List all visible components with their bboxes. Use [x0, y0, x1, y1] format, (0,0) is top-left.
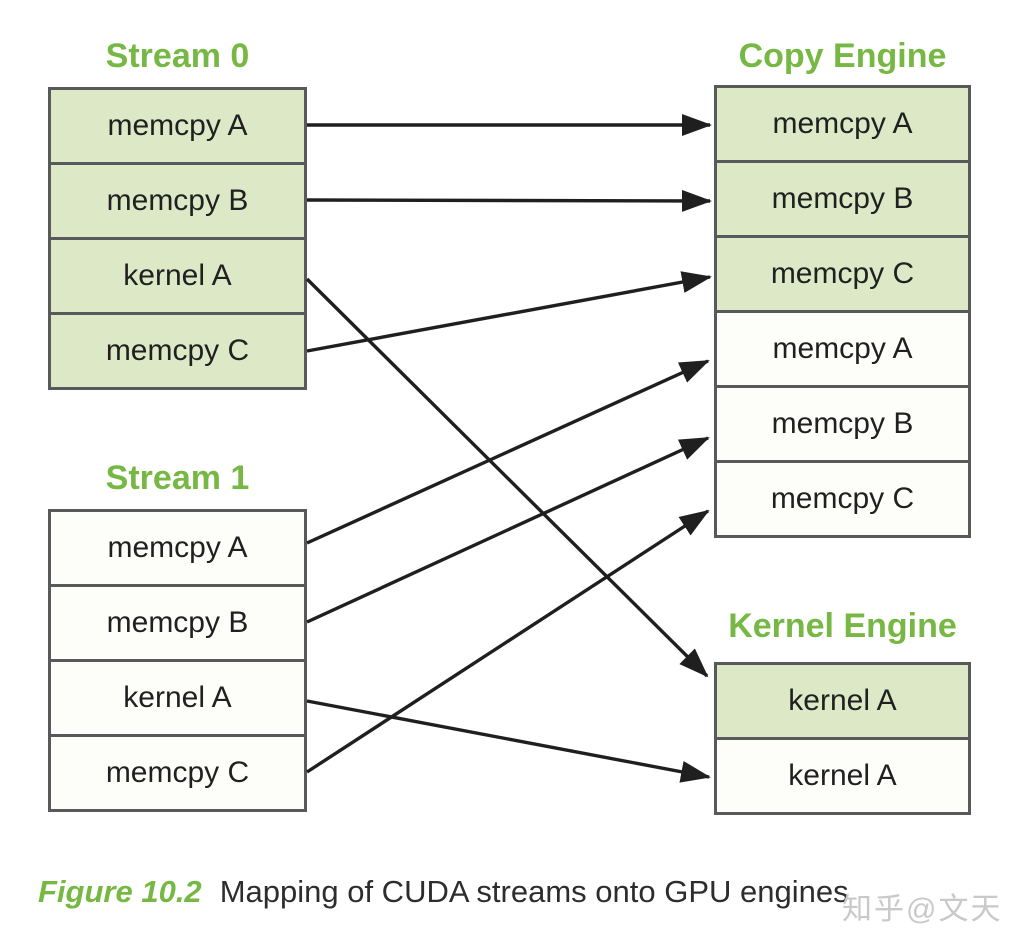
box-label: kernel A	[788, 759, 897, 792]
arrow-stream0-memcpyB-to-copy-engine-slot2-memcpyB	[306, 189, 712, 212]
kernel-engine-slot-box: kernel A	[714, 662, 971, 740]
copy-engine-slot-box: memcpy B	[714, 160, 971, 238]
box-label: memcpy A	[772, 332, 913, 365]
arrow-stream0-kernelA-to-kernel-engine-slot1-kernelA	[305, 277, 709, 678]
box-label: memcpy A	[772, 107, 913, 140]
stream0-title: Stream 0	[105, 37, 250, 75]
figure-caption-label: Figure 10.2	[38, 874, 202, 909]
copy-engine-title: Copy Engine	[738, 37, 947, 75]
box-label: kernel A	[123, 259, 232, 292]
copy-engine-boxes: memcpy A memcpy B memcpy C memcpy A memc…	[714, 85, 971, 538]
box-label: memcpy C	[770, 257, 915, 290]
arrow-stream1-memcpyB-to-copy-engine-slot5-memcpyB	[306, 436, 710, 624]
box-label: memcpy C	[105, 756, 250, 789]
stream0-op-box: kernel A	[48, 237, 307, 315]
stream1-op-box: memcpy A	[48, 509, 307, 587]
copy-engine-slot-box: memcpy B	[714, 385, 971, 463]
box-label: kernel A	[123, 681, 232, 714]
stream1-op-box: memcpy C	[48, 734, 307, 812]
copy-engine-slot-box: memcpy A	[714, 310, 971, 388]
box-label: memcpy A	[107, 531, 248, 564]
box-label: memcpy A	[107, 109, 248, 142]
arrow-stream1-memcpyC-to-copy-engine-slot6-memcpyC	[306, 509, 710, 774]
kernel-engine-slot-box: kernel A	[714, 737, 971, 815]
stream0-boxes: memcpy A memcpy B kernel A memcpy C	[48, 87, 307, 390]
box-label: memcpy B	[106, 606, 249, 639]
stream0-op-box: memcpy A	[48, 87, 307, 165]
stream0-op-box: memcpy C	[48, 312, 307, 390]
box-label: memcpy B	[771, 182, 914, 215]
figure-caption: Figure 10.2 Mapping of CUDA streams onto …	[38, 874, 849, 910]
box-label: memcpy C	[105, 334, 250, 367]
figure-caption-text: Mapping of CUDA streams onto GPU engines	[219, 874, 849, 909]
copy-engine-slot-box: memcpy C	[714, 460, 971, 538]
stream1-op-box: kernel A	[48, 659, 307, 737]
copy-engine-slot-box: memcpy C	[714, 235, 971, 313]
box-label: memcpy B	[771, 407, 914, 440]
stream1-op-box: memcpy B	[48, 584, 307, 662]
box-label: memcpy B	[106, 184, 249, 217]
box-label: memcpy C	[770, 482, 915, 515]
kernel-engine-boxes: kernel A kernel A	[714, 662, 971, 815]
arrow-stream0-memcpyC-to-copy-engine-slot3-memcpyC	[306, 271, 712, 353]
arrow-stream1-kernelA-to-kernel-engine-slot2-kernelA	[306, 699, 711, 783]
stream1-boxes: memcpy A memcpy B kernel A memcpy C	[48, 509, 307, 812]
stream1-title: Stream 1	[105, 459, 250, 497]
arrow-stream1-memcpyA-to-copy-engine-slot4-memcpyA	[306, 359, 710, 545]
box-label: kernel A	[788, 684, 897, 717]
copy-engine-slot-box: memcpy A	[714, 85, 971, 163]
kernel-engine-title: Kernel Engine	[728, 607, 957, 645]
stream0-op-box: memcpy B	[48, 162, 307, 240]
watermark: 知乎@文天	[842, 893, 1003, 926]
